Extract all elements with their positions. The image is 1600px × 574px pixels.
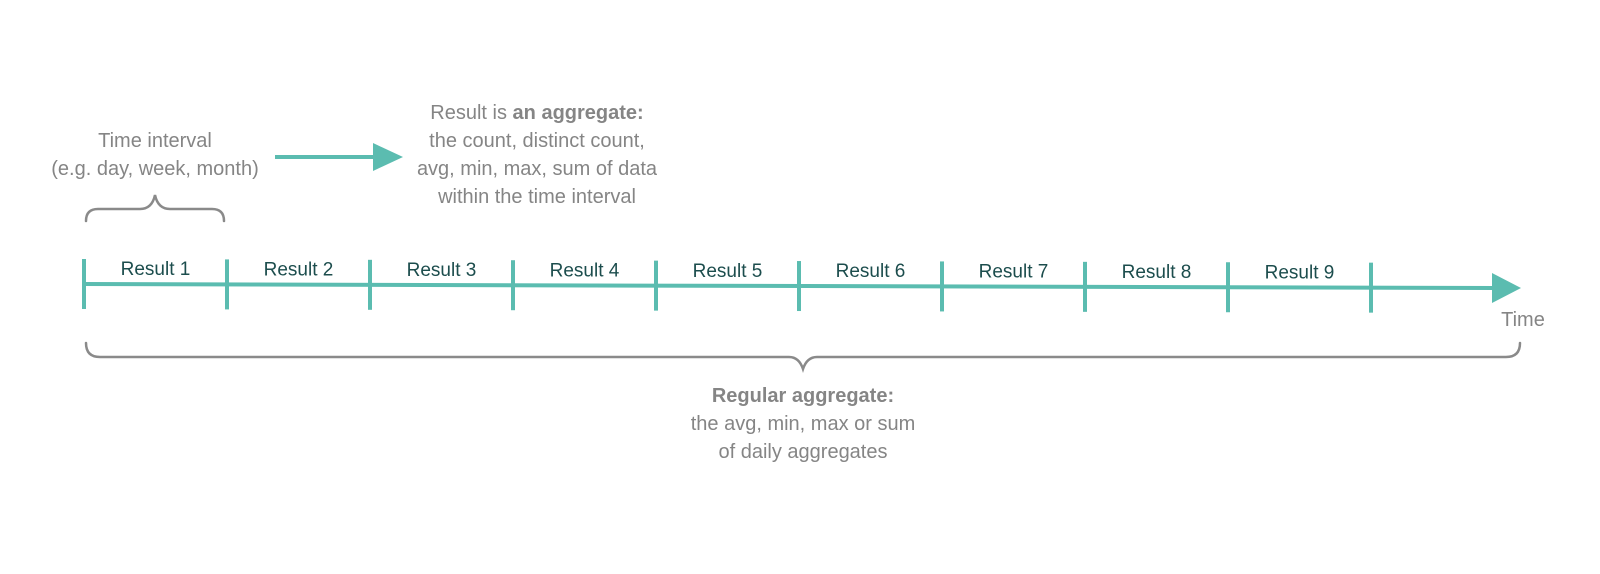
- aggregate-note-line4: within the time interval: [437, 186, 636, 208]
- aggregate-note-line3: avg, min, max, sum of data: [417, 158, 658, 180]
- regular-aggregate-title: Regular aggregate:: [712, 385, 894, 407]
- aggregate-note-prefix: Result is: [430, 102, 512, 124]
- interval-label-line1: Time interval: [98, 130, 212, 152]
- aggregate-note-line2: the count, distinct count,: [429, 130, 645, 152]
- time-axis-label: Time: [1501, 309, 1545, 331]
- pointer-arrow: [275, 143, 403, 171]
- result-label-4: Result 4: [550, 260, 620, 281]
- timeline: Result 1 Result 2 Result 3 Result 4 Result 5…: [82, 259, 1521, 313]
- result-label-3: Result 3: [407, 260, 477, 281]
- timeline-ticks: [82, 259, 1373, 313]
- regular-aggregate-brace: [84, 341, 1522, 373]
- result-label-7: Result 7: [979, 262, 1049, 283]
- interval-label-line2: (e.g. day, week, month): [51, 158, 259, 180]
- regular-aggregate-line2: the avg, min, max or sum: [691, 413, 916, 435]
- regular-aggregate-line3: of daily aggregates: [718, 441, 887, 463]
- result-label-1: Result 1: [121, 259, 191, 280]
- interval-brace: [84, 194, 226, 223]
- result-label-9: Result 9: [1265, 262, 1335, 283]
- aggregate-note-line1: Result is an aggregate:: [430, 102, 643, 124]
- result-label-6: Result 6: [836, 261, 906, 282]
- result-label-2: Result 2: [264, 260, 334, 281]
- timeline-axis: [83, 282, 1495, 290]
- timeline-arrowhead: [1492, 273, 1521, 303]
- result-label-8: Result 8: [1122, 262, 1192, 283]
- timeline-result-labels: Result 1 Result 2 Result 3 Result 4 Result 5…: [121, 259, 1335, 283]
- aggregate-note-bold: an aggregate:: [513, 102, 644, 124]
- result-label-5: Result 5: [693, 261, 763, 282]
